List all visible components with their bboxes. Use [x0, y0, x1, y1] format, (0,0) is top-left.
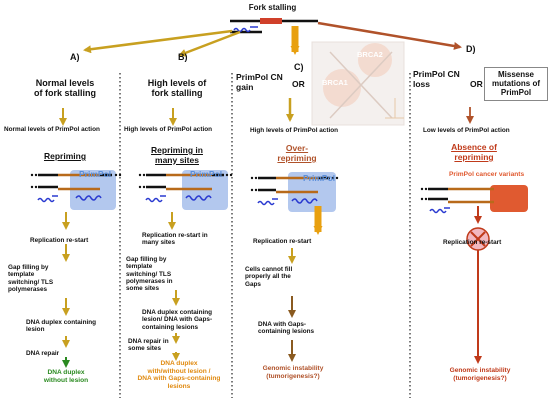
branch-c-letter: C): [294, 62, 304, 72]
d-result: Genomic instability (tumorigenesis?): [449, 367, 511, 382]
brca-background: [311, 41, 405, 126]
b-duplex: DNA duplex containing lesion/ DNA with G…: [142, 309, 213, 331]
arrow-to-d: [317, 21, 462, 50]
a-repair: DNA repair: [26, 350, 60, 357]
d-restart: Replication re-start: [443, 239, 502, 246]
a-heading: Normal levels of fork stalling: [33, 78, 96, 99]
c-brca2-label: BRCA2: [357, 50, 383, 59]
c-result: Genomic instability (tumorigenesis?): [262, 365, 324, 380]
c-cells-cannot: Cells cannot fill properly all the Gaps: [245, 266, 293, 288]
branch-a-letter: A): [70, 52, 80, 62]
d-primpol-level: Low levels of PrimPol action: [423, 127, 510, 134]
a-duplex: DNA duplex containing lesion: [26, 319, 97, 334]
b-outcome: Repriming in many sites: [151, 145, 203, 165]
b-gap-filling: Gap filling by template switching/ TLS p…: [126, 256, 173, 293]
b-restart: Replication re-start in many sites: [142, 232, 208, 247]
d-outcome: Absence of repriming: [451, 142, 497, 162]
branch-b-letter: B): [178, 52, 188, 62]
c-outcome: Over- repriming: [277, 143, 317, 163]
c-primpol-label: PrimPol: [303, 173, 336, 183]
c-heading: PrimPol CN gain: [236, 72, 283, 92]
a-outcome: Repriming: [43, 151, 87, 161]
fork-c-icon: [250, 172, 339, 212]
fork-d-icon: [420, 185, 528, 214]
d-variant-label: PrimPol cancer variants: [449, 171, 525, 178]
a-primpol-label: PrimPol: [79, 169, 112, 179]
b-primpol-label: PrimPol: [190, 169, 223, 179]
d-heading-left: PrimPol CN loss: [413, 69, 460, 89]
d-or-label: OR: [470, 79, 483, 89]
blocked-restart-icon: [466, 227, 490, 251]
branch-d-letter: D): [466, 44, 476, 54]
a-gap-filling: Gap filling by template switching/ TLS p…: [8, 264, 54, 294]
b-result: DNA duplex with/without lesion / DNA wit…: [137, 360, 221, 390]
header-title: Fork stalling: [248, 3, 297, 12]
fork-a-icon: [30, 170, 122, 210]
fork-b-icon: [138, 170, 233, 210]
a-primpol-level: Normal levels of PrimPol action: [4, 126, 100, 133]
c-or-label: OR: [292, 79, 305, 89]
a-result: DNA duplex without lesion: [43, 369, 89, 384]
a-restart: Replication re-start: [30, 237, 89, 244]
c-dna-gaps: DNA with Gaps- containing lesions: [258, 321, 315, 336]
d-heading-right: Missense mutations of PrimPol: [484, 67, 548, 101]
b-primpol-level: High levels of PrimPol action: [124, 126, 213, 133]
arrow-to-a: [83, 29, 233, 54]
c-brca1-label: BRCA1: [322, 78, 348, 87]
b-heading: High levels of fork stalling: [147, 78, 207, 99]
top-fork-icon: [230, 18, 318, 34]
c-primpol-level: High levels of PrimPol action: [250, 127, 339, 134]
arrow-to-b: [178, 30, 241, 57]
c-restart: Replication re-start: [253, 238, 312, 245]
b-repair: DNA repair in some sites: [128, 338, 169, 353]
